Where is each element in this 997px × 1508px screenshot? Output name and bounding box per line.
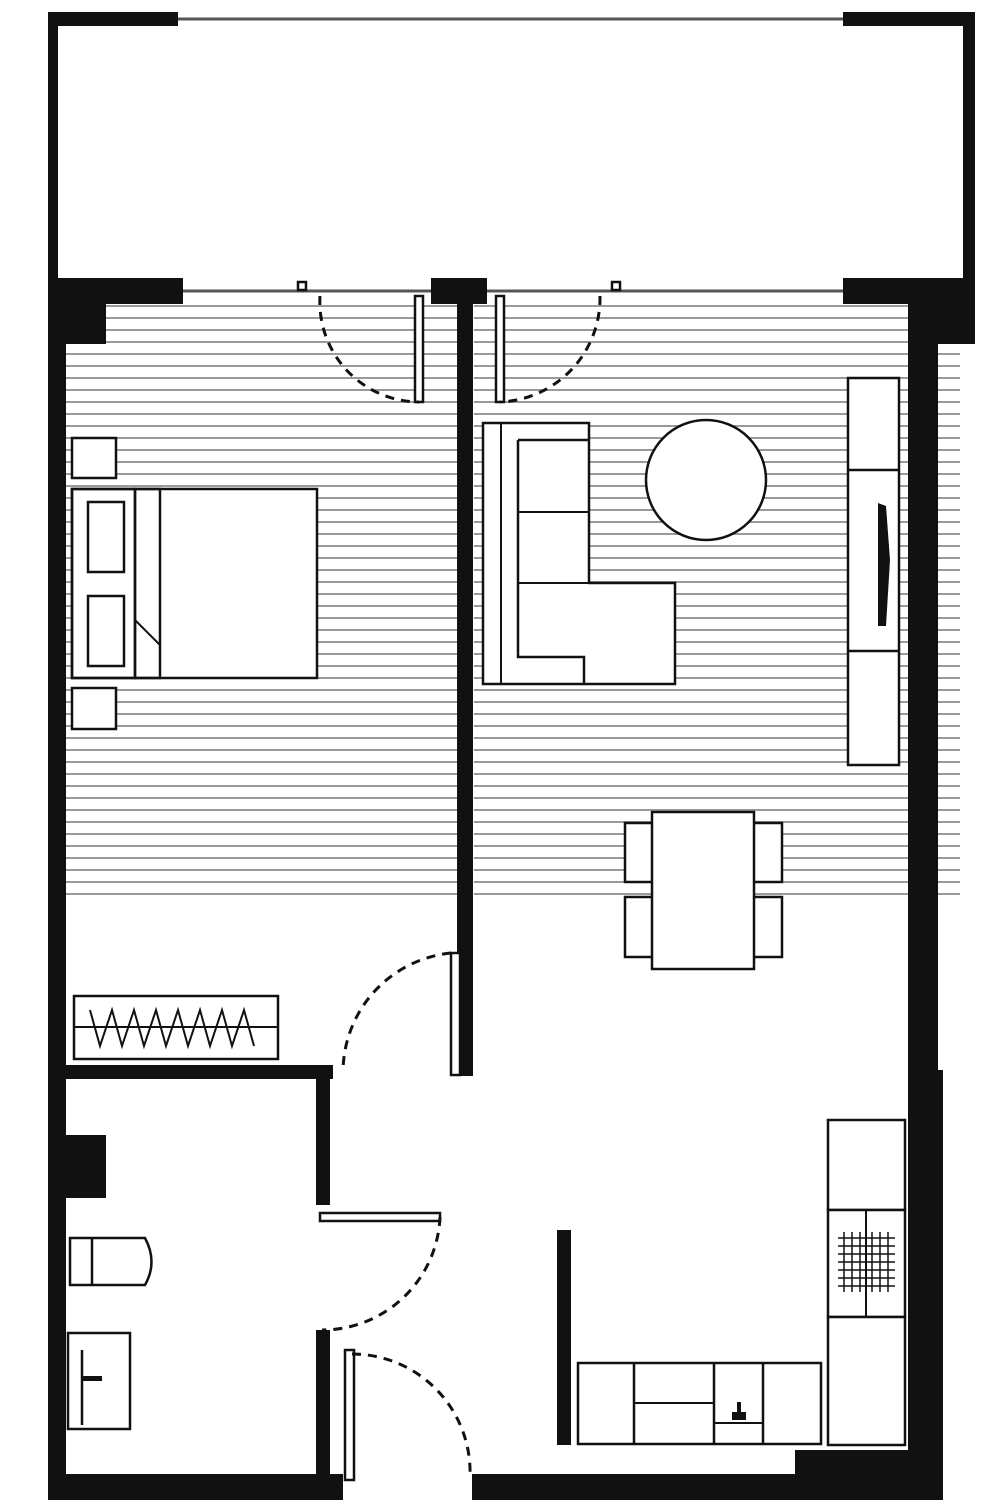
entrance-door[interactable] [343, 1348, 472, 1482]
living-balcony-door[interactable] [494, 294, 602, 404]
bathroom-door[interactable] [318, 1211, 442, 1332]
bedroom-door-leaf [449, 951, 462, 1077]
wall-bottom-left [48, 1474, 343, 1500]
kitchen-sink-tap-stem [737, 1402, 741, 1414]
vanity-tap [82, 1376, 102, 1381]
entrance-door-swing [351, 1352, 472, 1477]
bathroom-wall-right-upper [316, 1065, 330, 1205]
bedroom-door-swing [341, 951, 452, 1073]
toilet[interactable] [68, 1236, 153, 1287]
bed-duvet-corner [134, 619, 161, 646]
balcony [48, 12, 975, 292]
dining-set[interactable] [623, 810, 784, 971]
bedroom-living-partition [457, 290, 473, 1076]
bedroom-door[interactable] [341, 951, 462, 1077]
pantry-cabinet[interactable] [826, 1315, 907, 1447]
fridge[interactable] [826, 1118, 907, 1212]
bathroom-wall-right-lower [316, 1330, 330, 1500]
bathroom-door-swing [321, 1216, 442, 1332]
wall-right [908, 278, 938, 1500]
living-slider-jamb [610, 280, 622, 292]
bathroom-wall-top [48, 1065, 333, 1079]
kitchen-counter[interactable] [576, 1361, 823, 1446]
bedroom-balcony-door-leaf [413, 294, 425, 404]
kitchen-partition [557, 1230, 571, 1445]
tv-unit[interactable] [846, 376, 901, 767]
wardrobe-hangers [89, 1006, 255, 1050]
dining-chair[interactable] [623, 821, 657, 884]
living-dining [481, 376, 901, 971]
double-bed[interactable] [70, 487, 319, 680]
bathroom-door-leaf [318, 1211, 442, 1223]
nightstand[interactable] [70, 436, 118, 480]
dining-chair[interactable] [749, 895, 784, 959]
cooktop [838, 1232, 895, 1292]
kitchen-sink-tap [732, 1412, 746, 1420]
kitchen-tall-units[interactable] [826, 1118, 907, 1447]
vanity-sink[interactable] [66, 1331, 132, 1431]
balcony-wall-top-left [48, 12, 178, 26]
bed-frame [70, 487, 319, 680]
round-coffee-table[interactable] [644, 418, 768, 542]
wall-front-left [48, 278, 183, 304]
balcony-wall-top-right [843, 12, 975, 26]
bathroom [66, 1236, 153, 1431]
wall-left [48, 278, 66, 1500]
sofa-seat-cushions [516, 438, 589, 684]
kitchen [576, 1118, 907, 1447]
dining-chair[interactable] [749, 821, 784, 884]
wall-bottom-right-step [795, 1450, 938, 1480]
entrance-door-leaf [343, 1348, 356, 1482]
tv-unit-body [846, 376, 901, 767]
bedroom-slider-jamb [296, 280, 308, 292]
dining-chair[interactable] [623, 895, 657, 959]
balcony-sliding-doors [183, 280, 843, 293]
sofa-outline [481, 421, 677, 686]
balcony-wall-right [963, 12, 975, 292]
balcony-wall-left [48, 12, 58, 292]
bedroom [70, 436, 319, 1061]
toilet-bowl [68, 1236, 153, 1287]
wall-right-outer-stub [935, 1070, 943, 1500]
tv-screen [878, 503, 890, 626]
bedroom-balcony-door-swing [318, 295, 420, 404]
bathroom-shaft [48, 1135, 106, 1198]
bed-pillow [86, 500, 126, 574]
bed-duvet-fold [133, 487, 162, 680]
nightstand[interactable] [70, 686, 118, 731]
dining-table[interactable] [650, 810, 756, 971]
bed-pillow [86, 594, 126, 668]
bedroom-balcony-door[interactable] [318, 294, 425, 404]
living-balcony-door-swing [499, 295, 602, 404]
wardrobe[interactable] [72, 994, 280, 1061]
living-balcony-door-leaf [494, 294, 506, 404]
interior-walls [48, 290, 571, 1500]
sofa[interactable] [481, 421, 677, 686]
